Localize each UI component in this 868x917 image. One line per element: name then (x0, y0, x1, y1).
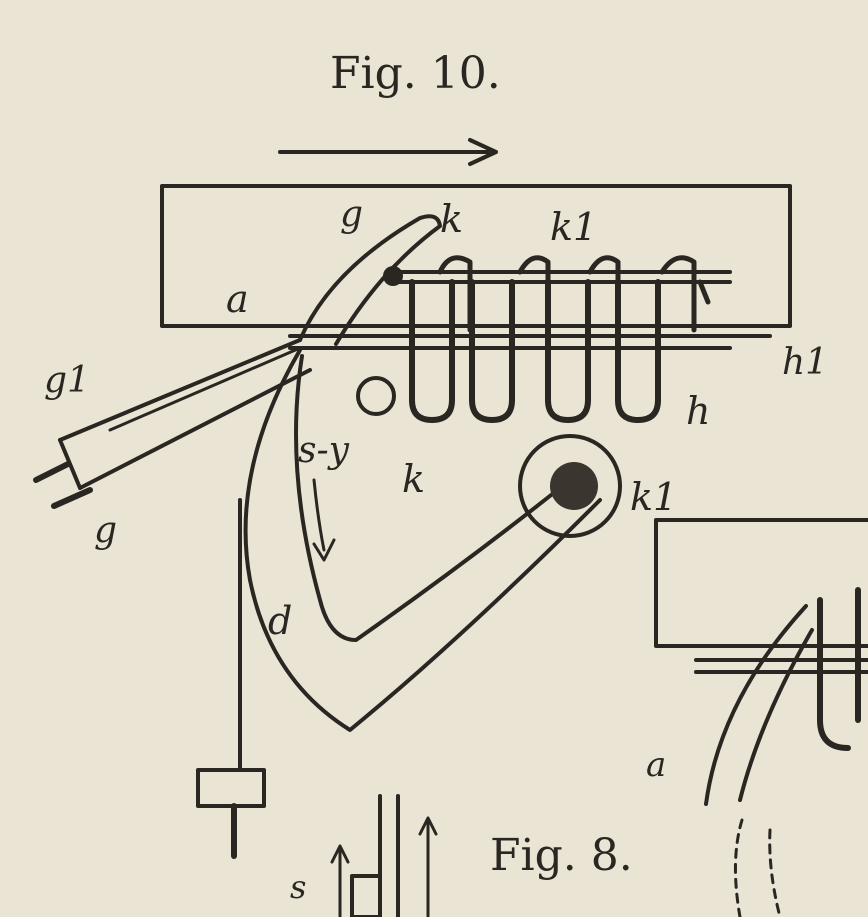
label-g: g (340, 194, 363, 235)
small-shaft (356, 376, 396, 416)
yarn-feeder (33, 338, 312, 509)
fig10-title: Fig. 10. (330, 48, 501, 99)
label-g1: g1 (44, 360, 90, 401)
stitch-loops (409, 255, 697, 423)
label-h1: h1 (782, 342, 828, 383)
label-k1-lower: k1 (630, 475, 677, 519)
label-k1-top: k1 (550, 205, 597, 249)
needle-bed-block (160, 184, 792, 328)
label-g-lower: g (94, 510, 117, 551)
label-s-y: s-y (298, 430, 350, 471)
direction-arrow (278, 138, 498, 166)
labels: g k k1 a h1 g1 g s-y h k k1 d a s (44, 194, 828, 906)
guide-arm (298, 214, 442, 346)
label-k-lower: k (402, 457, 425, 501)
label-k: k (440, 197, 463, 241)
cam-plate (196, 348, 602, 859)
fig8-partial (330, 518, 868, 917)
label-h: h (686, 389, 710, 433)
needle-rail (288, 334, 772, 350)
needle-bar (383, 266, 732, 305)
label-d: d (268, 599, 292, 643)
label-a-fig8: a (646, 745, 666, 785)
label-a-upper: a (226, 277, 249, 321)
fig8-title: Fig. 8. (490, 830, 633, 881)
label-s-fig8: s (290, 868, 306, 906)
main-shaft (518, 434, 622, 538)
